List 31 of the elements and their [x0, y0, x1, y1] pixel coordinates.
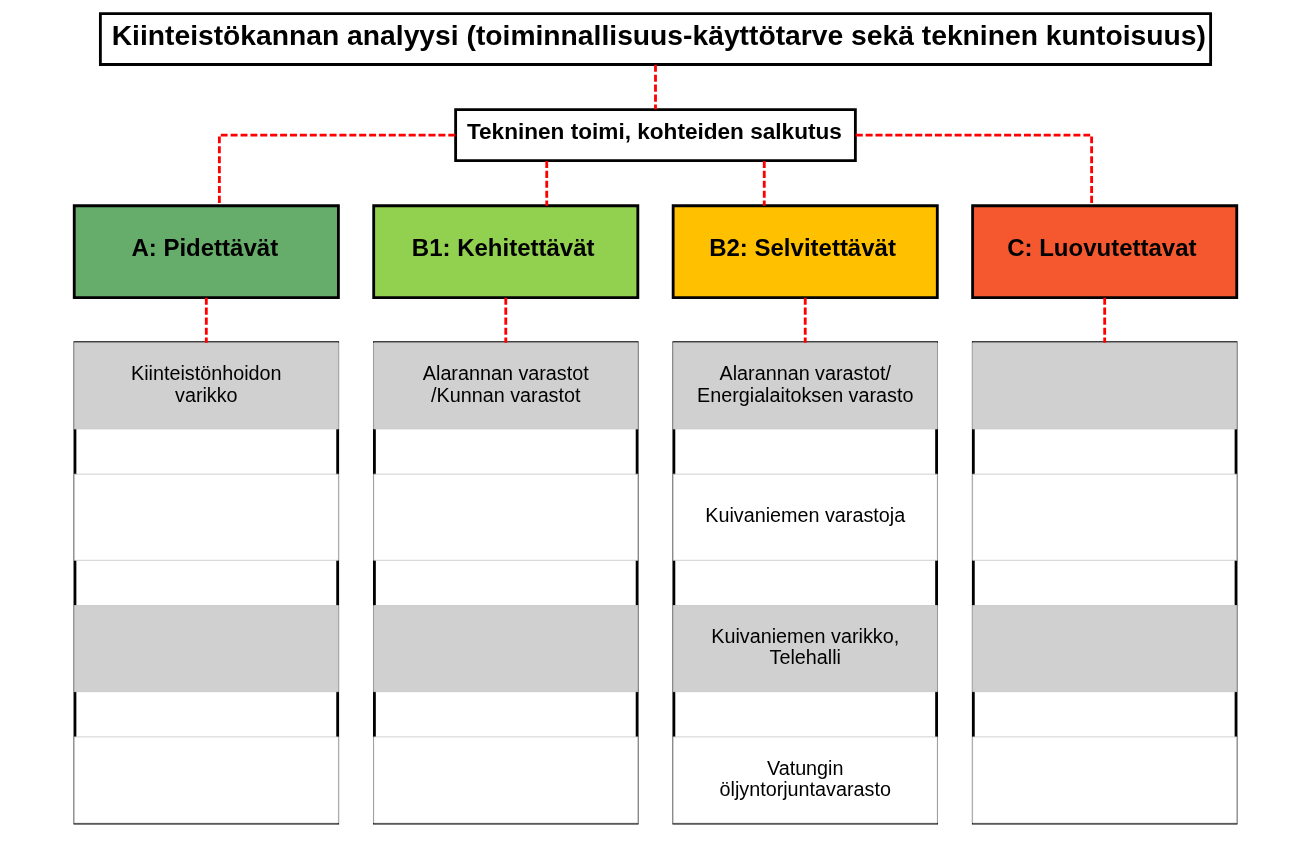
connector: [855, 133, 1093, 206]
node-box: [971, 605, 1237, 693]
connector: [503, 297, 507, 343]
connector: [1102, 297, 1106, 343]
node-box: B1: Kehitettävät: [371, 204, 639, 299]
node-box: [73, 736, 339, 824]
node-box: [971, 736, 1237, 824]
node-box: C: Luovutettavat: [970, 204, 1238, 299]
node-box: A: Pidettävät: [72, 204, 340, 299]
node-box: [372, 736, 638, 824]
node-box: [73, 605, 339, 693]
node-box: Vatungin öljyntorjuntavarasto: [672, 736, 938, 824]
node-box: [73, 473, 339, 561]
connector: [803, 297, 807, 343]
node-box: [971, 342, 1237, 430]
node-box: [372, 605, 638, 693]
node-box: Kiinteistökannan analyysi (toiminnallisuus-käyttötarve sekä tekninen kuntoisuus): [98, 12, 1212, 66]
node-box: Kuivaniemen varikko, Telehalli: [672, 605, 938, 693]
connector: [762, 161, 766, 206]
node-box: Kuivaniemen varastoja: [672, 473, 938, 561]
connector: [653, 64, 657, 110]
node-box: Alarannan varastot /Kunnan varastot: [372, 342, 638, 430]
node-box: [372, 473, 638, 561]
connector: [217, 133, 455, 206]
node-box: B2: Selvitettävät: [671, 204, 939, 299]
node-box: Kiinteistönhoidon varikko: [73, 342, 339, 430]
connector: [204, 297, 208, 343]
node-box: [971, 473, 1237, 561]
connector: [544, 161, 548, 206]
node-box: Tekninen toimi, kohteiden salkutus: [453, 108, 857, 162]
node-box: Alarannan varastot/ Energialaitoksen varasto: [672, 342, 938, 430]
